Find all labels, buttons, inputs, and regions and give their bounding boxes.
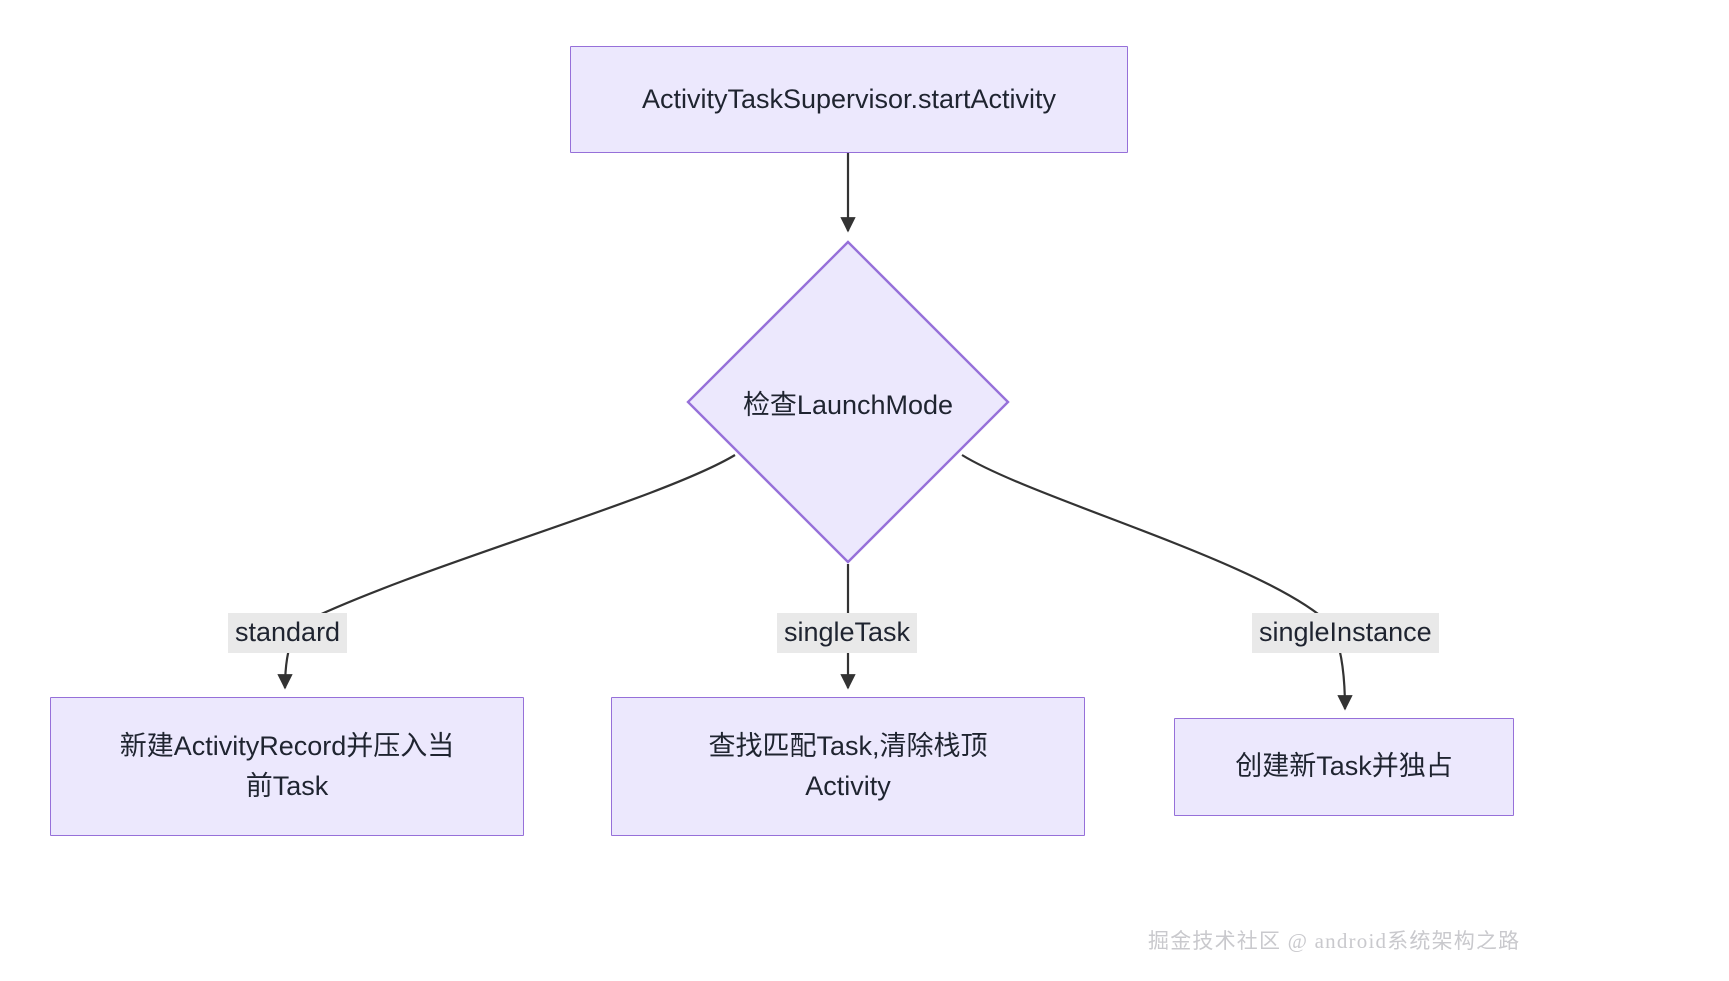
node-new-activityrecord-label: 新建ActivityRecord并压入当 前Task [119, 731, 455, 801]
node-create-new-task-label: 创建新Task并独占 [1235, 751, 1453, 782]
edge-label-singletask: singleTask [777, 613, 918, 653]
node-find-matching-task-label: 查找匹配Task,清除栈顶 Activity [708, 731, 988, 801]
node-check-launchmode-label: 检查LaunchMode [742, 389, 954, 420]
edge-decision-to-standard [277, 454, 736, 690]
node-find-matching-task[interactable]: 查找匹配Task,清除栈顶 Activity [611, 697, 1085, 836]
node-check-launchmode[interactable]: 检查LaunchMode [686, 240, 1010, 564]
node-new-activityrecord[interactable]: 新建ActivityRecord并压入当 前Task [50, 697, 524, 836]
edge-label-standard: standard [228, 613, 348, 653]
watermark-text: 掘金技术社区 @ android系统架构之路 [1148, 929, 1521, 953]
edge-decision-to-singleinstance [961, 454, 1353, 711]
diamond-shape [686, 240, 1010, 564]
edge-label-singleinstance: singleInstance [1252, 613, 1439, 653]
node-start-activity-label: ActivityTaskSupervisor.startActivity [641, 83, 1057, 114]
node-start-activity[interactable]: ActivityTaskSupervisor.startActivity [570, 46, 1128, 153]
node-create-new-task[interactable]: 创建新Task并独占 [1174, 718, 1514, 816]
